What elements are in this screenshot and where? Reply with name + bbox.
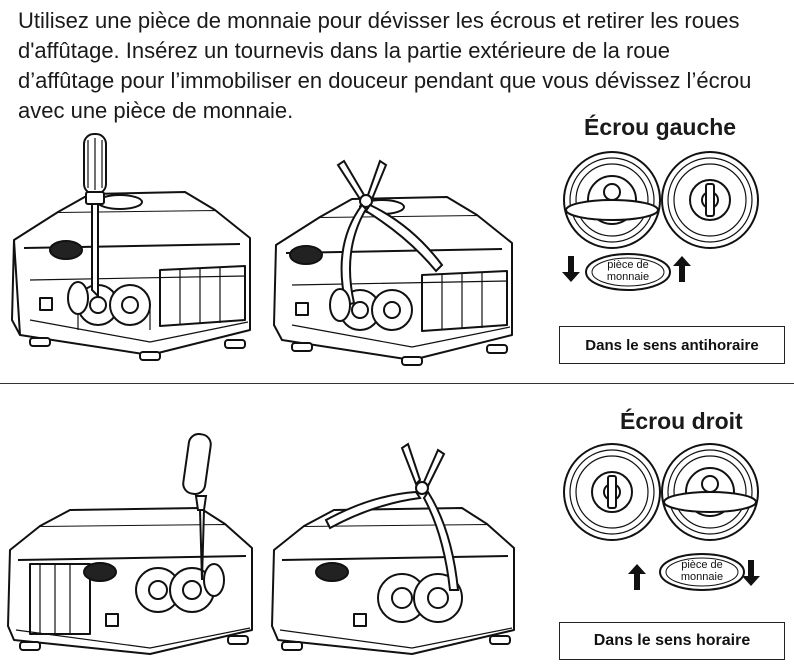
section-divider [0,383,794,384]
sharpener-screwdriver-illustration-top [11,133,251,361]
sharpener-pliers-illustration-bottom [271,442,515,655]
left-nut-title: Écrou gauche [584,114,737,140]
sharpener-pliers-illustration-top [273,159,513,366]
left-coin-label-line1: pièce de [607,259,649,271]
right-nut-title: Écrou droit [620,408,743,434]
instruction-text: Utilisez une pièce de monnaie pour dévis… [18,8,752,123]
left-nut-diagram: pièce de monnaie [562,151,759,291]
left-coin-label-line2: monnaie [607,271,649,283]
sharpener-screwdriver-illustration-bottom [7,433,253,655]
clockwise-label: Dans le sens horaire [559,622,785,660]
right-coin-label-line1: pièce de [681,559,723,571]
right-nut-diagram: pièce de monnaie [563,443,760,591]
right-coin-label-line2: monnaie [681,571,723,583]
counterclockwise-label: Dans le sens antihoraire [559,326,785,364]
